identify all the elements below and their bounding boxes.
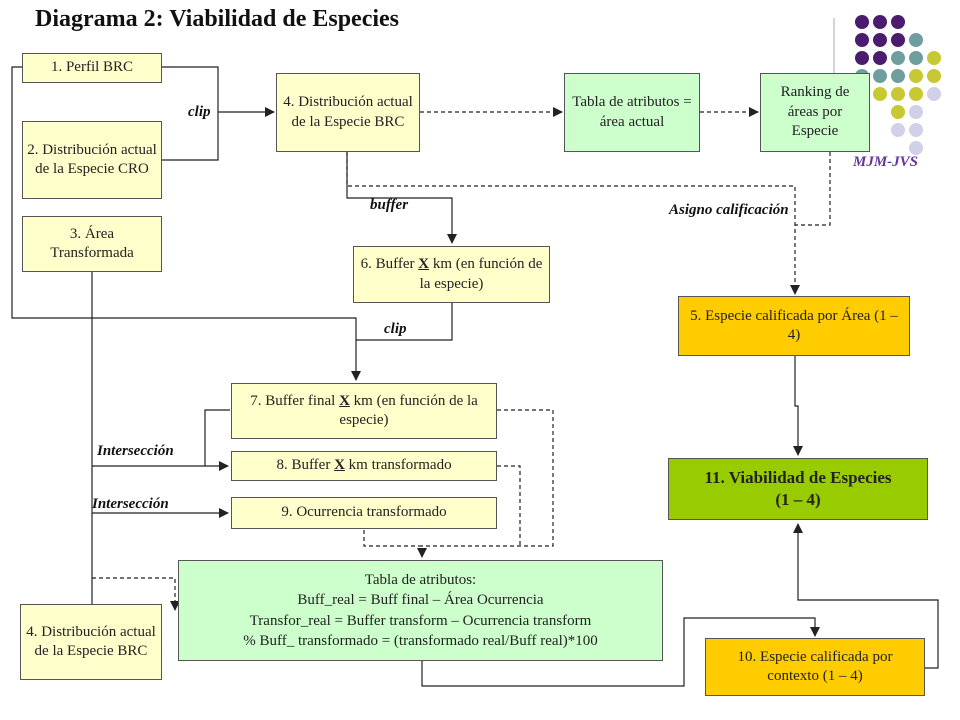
box-tabla-area: Tabla de atributos = área actual	[564, 73, 700, 152]
author-signature: MJM-JVS	[853, 154, 919, 170]
viabilidad-line-2: (1 – 4)	[775, 490, 821, 509]
buffer-7-x: X	[339, 392, 350, 409]
connector-buffer6-clip	[356, 303, 453, 341]
connector-ocurrencia-tabla	[363, 530, 427, 558]
label-interseccion-1: Intersección	[97, 443, 174, 459]
box-distribucion-cro: 2. Distribución actual de la Especie CRO	[22, 121, 162, 199]
box-perfil-brc: 1. Perfil BRC	[22, 53, 162, 83]
box-calificada-contexto: 10. Especie calificada por contexto (1 –…	[705, 638, 925, 696]
dot-row-3	[855, 51, 941, 65]
page-title: Diagrama 2: Viabilidad de Especies	[35, 6, 400, 32]
label-clip-2: clip	[384, 321, 407, 337]
box-tabla-atributos: Tabla de atributos: Buff_real = Buff fin…	[178, 560, 663, 661]
dot-row-6	[891, 105, 923, 119]
box-calificada-area: 5. Especie calificada por Área (1 – 4)	[678, 296, 910, 356]
dot-row-8	[909, 141, 923, 155]
box-distribucion-brc-top: 4. Distribución actual de la Especie BRC	[276, 73, 420, 152]
buffer-7-pre: 7. Buffer final	[250, 392, 340, 409]
connector-cro-clip	[162, 112, 219, 161]
buffer-8-text: 8. Buffer X km transformado	[276, 456, 451, 476]
box-buffer-6: 6. Buffer X km (en función de la especie…	[353, 246, 550, 303]
box-ranking: Ranking de áreas por Especie	[760, 73, 870, 152]
connector-calif-area-viab	[793, 356, 803, 456]
dot-row-1	[855, 15, 905, 29]
tabla-line-1: Tabla de atributos:	[364, 572, 477, 588]
label-buffer: buffer	[370, 197, 409, 213]
box-area-transformada: 3. Área Transformada	[22, 216, 162, 272]
tabla-line-4: % Buff_ transformado = (transformado rea…	[243, 632, 598, 649]
buffer-6-text: 6. Buffer X km (en función de la especie…	[358, 255, 545, 294]
label-clip-1: clip	[188, 104, 211, 120]
connector-buffer8-tabla	[497, 465, 521, 546]
connector-buffer7-tabla	[422, 409, 554, 547]
buffer-6-post: km (en función de la especie)	[419, 256, 543, 292]
tabla-line-2: Buff_real = Buff final – Área Ocurrencia	[297, 592, 544, 609]
buffer-8-x: X	[334, 457, 345, 474]
connector-intersect-buffer7-buffer8	[204, 409, 230, 471]
box-distribucion-brc-bottom: 4. Distribución actual de la Especie BRC	[20, 604, 162, 680]
dot-row-7	[891, 123, 923, 137]
box-buffer-7: 7. Buffer final X km (en función de la e…	[231, 383, 497, 439]
buffer-6-pre: 6. Buffer	[360, 256, 419, 272]
connector-perfil-long-clip	[11, 66, 361, 381]
viabilidad-line-1: 11. Viabilidad de Especies	[704, 467, 892, 487]
box-ocurrencia-9: 9. Ocurrencia transformado	[231, 497, 497, 529]
dot-row-2	[855, 33, 923, 47]
label-interseccion-2: Intersección	[92, 496, 169, 512]
tabla-line-3: Transfor_real = Buffer transform – Ocurr…	[249, 612, 592, 629]
dot-row-5	[873, 87, 941, 101]
connector-tabla-contexto	[421, 617, 820, 687]
buffer-8-pre: 8. Buffer	[276, 457, 335, 474]
box-viabilidad-especies: 11. Viabilidad de Especies (1 – 4)	[668, 458, 928, 520]
buffer-6-x: X	[418, 256, 430, 272]
connector-ranking-calif-area	[795, 152, 831, 226]
connector-contexto-viab	[793, 523, 939, 669]
label-asigno-calificacion: Asigno calificación	[669, 202, 789, 218]
connector-dist-brc-calif-area	[346, 152, 800, 295]
connector-perfil-clip	[162, 66, 219, 112]
buffer-7-text: 7. Buffer final X km (en función de la e…	[236, 392, 492, 431]
buffer-8-post: km transformado	[344, 457, 452, 474]
buffer-7-post: km (en función de la especie)	[339, 392, 478, 429]
box-buffer-8: 8. Buffer X km transformado	[231, 451, 497, 481]
